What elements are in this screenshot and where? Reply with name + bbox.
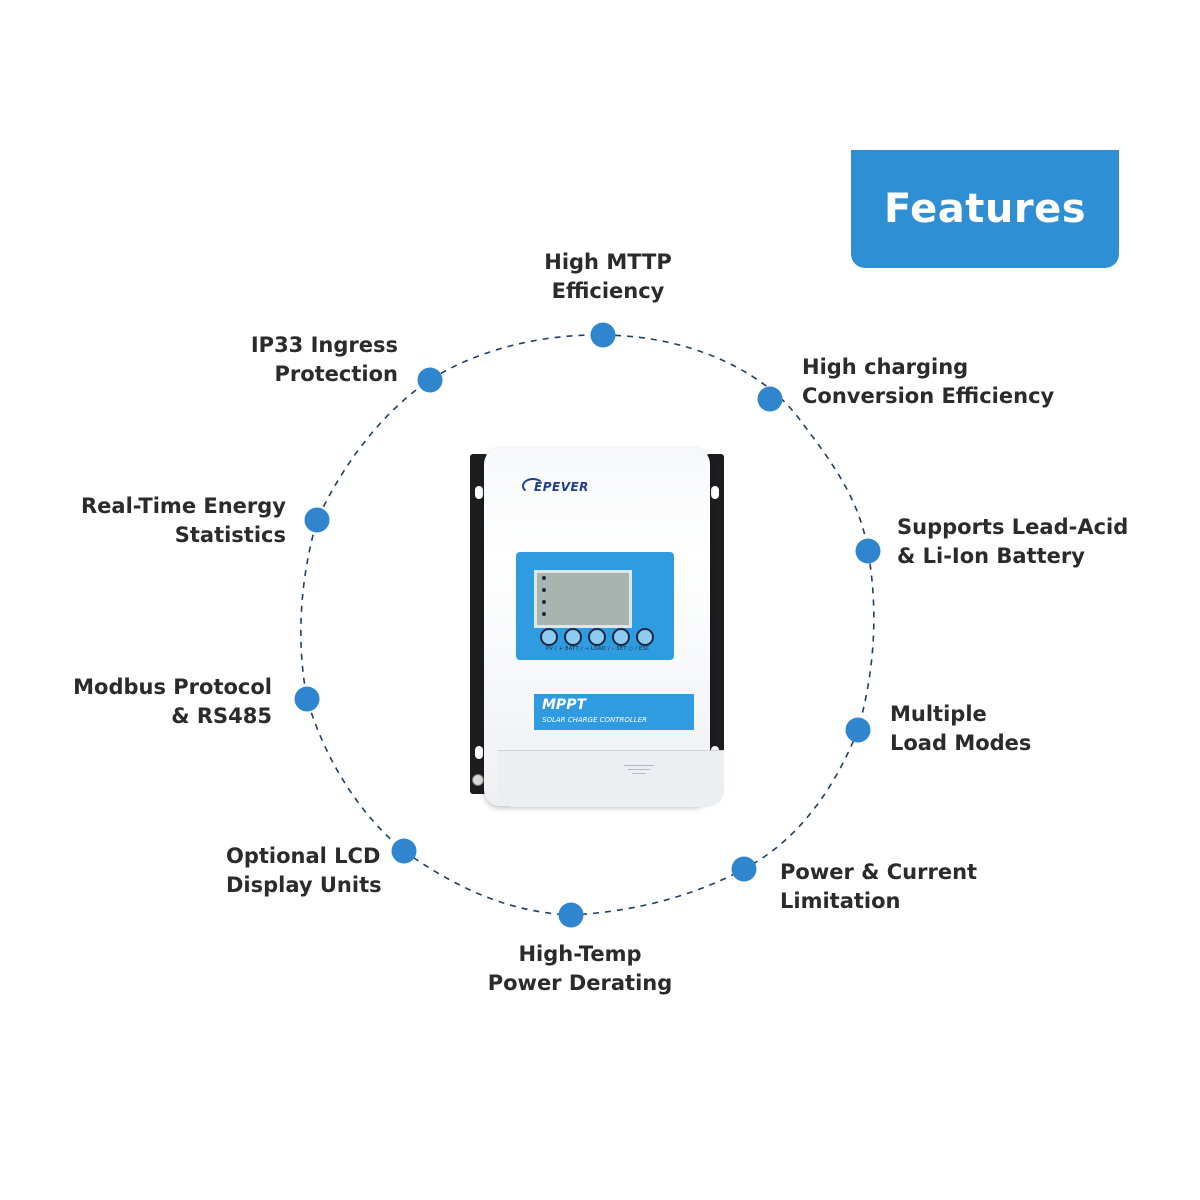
feature-dot-battery bbox=[855, 538, 881, 564]
terminal-cover bbox=[498, 750, 724, 807]
vent-line bbox=[628, 769, 650, 770]
feature-dot-derating bbox=[558, 902, 584, 928]
feature-dot-limit bbox=[731, 856, 757, 882]
mounting-hole bbox=[475, 486, 483, 499]
load-button-icon bbox=[588, 628, 606, 646]
feature-dot-stats bbox=[304, 507, 330, 533]
status-led-icon bbox=[542, 588, 546, 592]
status-led-icon bbox=[542, 612, 546, 616]
brand-logo: EPEVER bbox=[534, 480, 589, 494]
feature-dot-charging bbox=[757, 386, 783, 412]
feature-dot-mttp bbox=[590, 322, 616, 348]
vent-line bbox=[624, 765, 654, 766]
esc-button-icon bbox=[636, 628, 654, 646]
features-banner: Features bbox=[851, 150, 1119, 268]
pv-button-icon bbox=[540, 628, 558, 646]
mppt-subtitle: SOLAR CHARGE CONTROLLER bbox=[542, 716, 647, 724]
set-button-icon bbox=[612, 628, 630, 646]
mounting-hole bbox=[711, 486, 719, 499]
ground-terminal-icon bbox=[472, 774, 484, 786]
mounting-hole bbox=[475, 746, 483, 759]
controller-casing: EPEVER PV / + BATT / → LOAD / – SET ○ / … bbox=[484, 448, 724, 807]
vent-line bbox=[632, 773, 646, 774]
batt-button-icon bbox=[564, 628, 582, 646]
features-title: Features bbox=[883, 186, 1087, 232]
mppt-title: MPPT bbox=[542, 697, 587, 713]
feature-dot-lcd bbox=[391, 838, 417, 864]
lcd-screen bbox=[534, 570, 632, 628]
mounting-bracket-left bbox=[470, 454, 488, 794]
charge-controller-image: EPEVER PV / + BATT / → LOAD / – SET ○ / … bbox=[470, 448, 724, 807]
button-labels: PV / + BATT / → LOAD / – SET ○ / ESC bbox=[546, 646, 650, 652]
feature-label-battery: Supports Lead-Acid& Li-Ion Battery bbox=[897, 515, 1129, 568]
feature-dot-modbus bbox=[294, 686, 320, 712]
brand-logo-icon bbox=[522, 478, 544, 494]
status-led-icon bbox=[542, 576, 546, 580]
feature-label-modbus: Modbus Protocol& RS485 bbox=[73, 675, 272, 728]
mppt-band: MPPT SOLAR CHARGE CONTROLLER bbox=[534, 694, 694, 730]
status-led-icon bbox=[542, 600, 546, 604]
feature-dot-load bbox=[845, 717, 871, 743]
feature-dot-ip33 bbox=[417, 367, 443, 393]
